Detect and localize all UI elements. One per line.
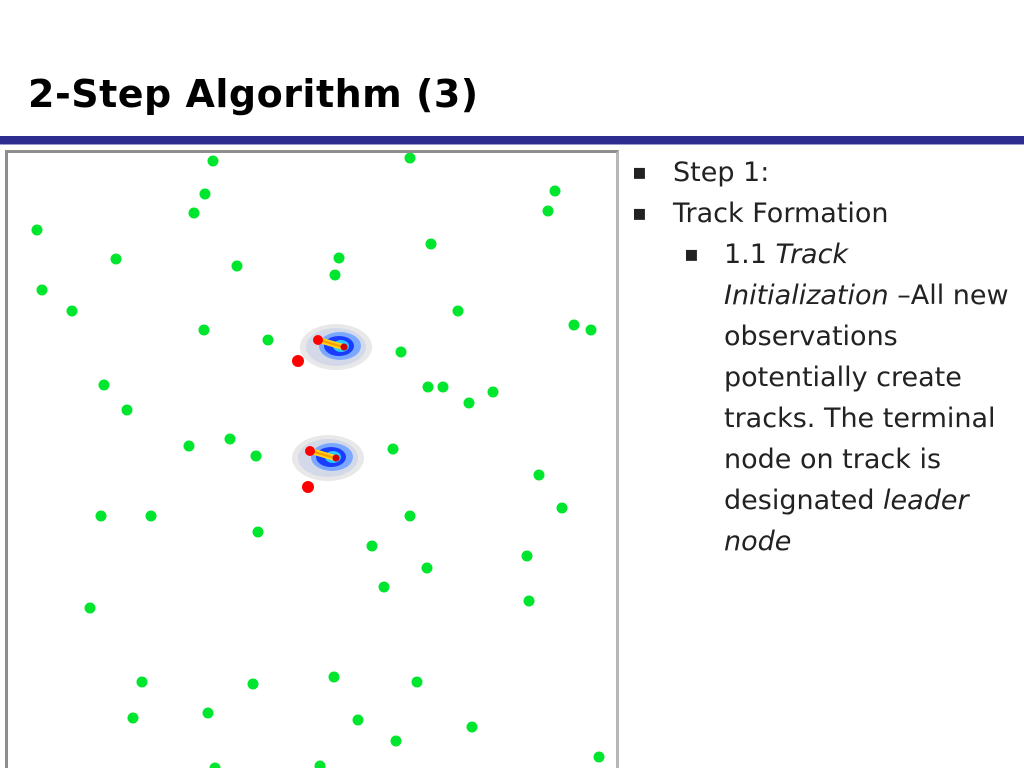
sensor-node (487, 386, 499, 398)
sensor-node (84, 602, 96, 614)
sub-bullet-number: 1.1 (724, 239, 767, 270)
sensor-node (31, 224, 43, 236)
sensor-node (199, 188, 211, 200)
sensor-node (533, 469, 545, 481)
sensor-field-canvas (31, 153, 605, 768)
leader-node (292, 355, 304, 367)
sensor-node (568, 319, 580, 331)
sensor-node (209, 762, 221, 768)
sensor-node (549, 185, 561, 197)
sensor-node (224, 433, 236, 445)
sensor-node (556, 502, 568, 514)
sensor-node (421, 562, 433, 574)
sensor-node (136, 676, 148, 688)
sensor-node (198, 324, 210, 336)
sensor-node (585, 324, 597, 336)
sub-bullet-description: –All new observations potentially create… (724, 280, 1009, 516)
sensor-node (404, 510, 416, 522)
sensor-node (127, 712, 139, 724)
bullet-marker: ▪ (632, 160, 647, 185)
sensor-node (329, 269, 341, 281)
target-track-core (310, 450, 336, 459)
bullet-step-1: ▪ Step 1: (632, 152, 1017, 193)
sensor-node (352, 714, 364, 726)
sensor-node (463, 397, 475, 409)
sensor-node (314, 760, 326, 768)
sensor-node (390, 735, 402, 747)
sensor-node (378, 581, 390, 593)
sensor-node (98, 379, 110, 391)
sensor-node (333, 252, 345, 264)
sensor-node (466, 721, 478, 733)
sensor-node (542, 205, 554, 217)
sub-bullet-italic-end: leader node (724, 485, 969, 557)
bullet-list: ▪ Step 1: ▪ Track Formation ▪ 1.1 Track … (632, 152, 1017, 562)
sensor-node (145, 510, 157, 522)
sensor-node (121, 404, 133, 416)
sensor-field-panel (5, 150, 619, 768)
sensor-node (328, 671, 340, 683)
sensor-node (247, 678, 259, 690)
sensor-node (422, 381, 434, 393)
sensor-node (411, 676, 423, 688)
sensor-node (252, 526, 264, 538)
sub-bullet-italic-term: Track Initialization (724, 239, 889, 311)
track-observation-node (305, 446, 315, 456)
sensor-node (366, 540, 378, 552)
sensor-node (231, 260, 243, 272)
sub-bullet-text: 1.1 Track Initialization –All new observ… (724, 234, 1010, 562)
target-hotspot (340, 343, 348, 351)
sensor-node (95, 510, 107, 522)
sub-bullet-track-initialization: ▪ 1.1 Track Initialization –All new obse… (684, 234, 1017, 562)
sensor-node (250, 450, 262, 462)
bullet-track-formation-label: Track Formation (673, 198, 889, 229)
bullet-marker: ▪ (632, 201, 647, 226)
sensor-node (404, 153, 416, 164)
sensor-node (36, 284, 48, 296)
title-divider-shadow (0, 144, 1024, 145)
sensor-node (262, 334, 274, 346)
sensor-node (202, 707, 214, 719)
bullet-track-formation: ▪ Track Formation (632, 193, 1017, 234)
target-track-core (318, 339, 344, 348)
bullet-step-label: Step 1: (673, 157, 770, 188)
sensor-node (523, 595, 535, 607)
sensor-node (387, 443, 399, 455)
leader-node (302, 481, 314, 493)
sub-bullet-marker: ▪ (684, 242, 699, 267)
sensor-node (183, 440, 195, 452)
sensor-node (452, 305, 464, 317)
slide-title: 2-Step Algorithm (3) (28, 72, 479, 116)
sensor-node (437, 381, 449, 393)
title-divider (0, 136, 1024, 144)
sensor-node (521, 550, 533, 562)
sensor-node (395, 346, 407, 358)
sensor-node (425, 238, 437, 250)
track-observation-node (313, 335, 323, 345)
sensor-node (188, 207, 200, 219)
sensor-node (207, 155, 219, 167)
sensor-node (593, 751, 605, 763)
sensor-node (110, 253, 122, 265)
target-hotspot (332, 454, 340, 462)
sensor-node (66, 305, 78, 317)
